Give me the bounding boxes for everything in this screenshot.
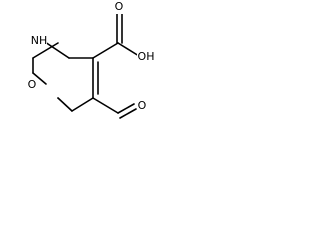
nh-label: NH	[31, 34, 48, 47]
aldehyde-oxygen-label: O	[138, 99, 147, 112]
acid-carbonyl-oxygen-label: O	[115, 0, 124, 13]
bond-ring-top-left-to-nh	[32, 42, 59, 59]
structure-svg: NH O O OH O	[27, 0, 155, 119]
ring-o-label-mask	[27, 79, 37, 92]
nh-label-mask	[31, 35, 47, 48]
ring-oxygen-label: O	[28, 78, 37, 91]
bond-acid-c4-to-carbon	[92, 42, 119, 59]
bond-ring-nh-to-top-right	[44, 41, 70, 59]
bond-aldehyde-carbonyl-1	[117, 103, 135, 114]
aldehyde-o-label-mask	[137, 100, 147, 113]
bond-ring-bottom-mid-to-right	[71, 97, 94, 112]
bond-ring-left-bottom-to-o	[32, 72, 47, 85]
acid-o-label-mask	[114, 1, 124, 14]
bond-aldehyde-c5-to-carbon	[92, 97, 119, 114]
chemical-structure: NH O O OH O	[0, 0, 164, 134]
bond-aldehyde-carbonyl-2	[119, 108, 137, 119]
bond-ring-bottom-left-to-bottom-mid	[57, 97, 73, 112]
oh-label-mask	[137, 51, 155, 64]
hydroxyl-label: OH	[138, 50, 155, 63]
bond-acid-to-oh	[117, 42, 140, 57]
